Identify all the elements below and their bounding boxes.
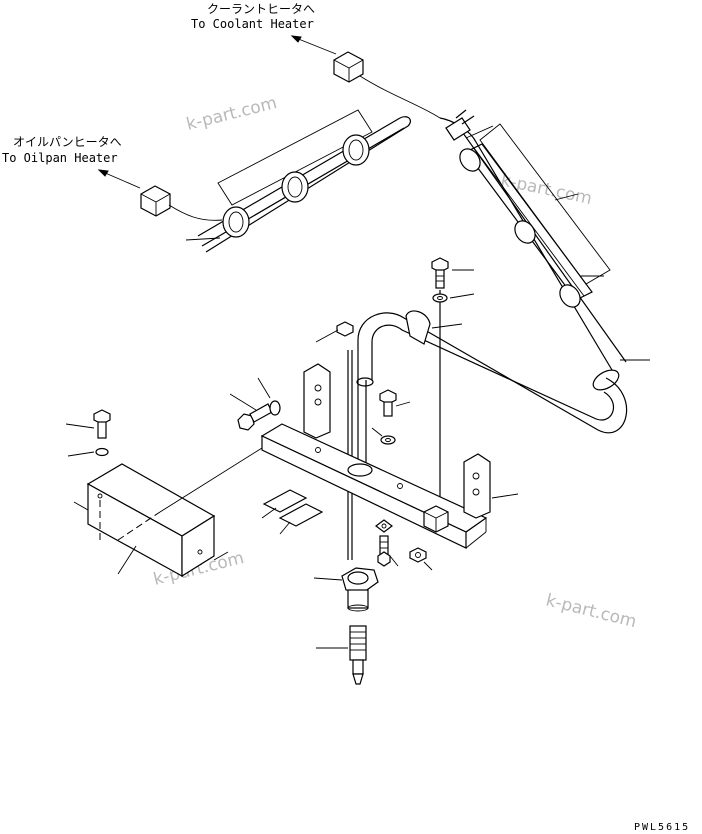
oilpan-heater-callout: オイルパンヒータへ To Oilpan Heater [2, 135, 141, 189]
sensor-plug [316, 625, 367, 685]
box-cover [73, 447, 263, 578]
wire-oilpan [168, 204, 223, 221]
watermark: k-part.com [184, 93, 279, 135]
bolt-top-right [431, 257, 474, 500]
harness-right [439, 109, 650, 391]
bolt-bottom [377, 535, 399, 567]
watermark: k-part.com [544, 590, 639, 632]
oilpan-connector [140, 185, 171, 217]
bolt-mid [379, 389, 411, 417]
coolant-connector [333, 51, 364, 83]
bolt-far-left [65, 409, 111, 439]
coolant-heater-callout: クーラントヒータへ To Coolant Heater [191, 2, 337, 55]
arrow-icon [290, 35, 302, 43]
nut-bottom [409, 547, 433, 571]
bolt-left-horizontal [229, 377, 281, 431]
harness-upper-left [185, 109, 412, 253]
bolt-center [315, 321, 354, 343]
flange-fitting [313, 567, 379, 612]
oilpan-heater-label-jp: オイルパンヒータへ [13, 135, 122, 149]
mounting-bracket [260, 363, 519, 549]
small-bracket-clip [375, 519, 393, 533]
oilpan-heater-label-en: To Oilpan Heater [2, 151, 118, 165]
wire-coolant [359, 75, 441, 119]
washer-mid [371, 427, 396, 445]
coolant-heater-label-jp: クーラントヒータへ [207, 2, 315, 16]
drawing-code: PWL5615 [634, 822, 690, 833]
arrow-icon [97, 169, 109, 177]
decal-plates [261, 489, 324, 535]
washer-far-left [67, 447, 109, 457]
coolant-heater-label-en: To Coolant Heater [191, 17, 314, 31]
u-pipe [356, 310, 628, 434]
washer-top-right [432, 293, 475, 303]
